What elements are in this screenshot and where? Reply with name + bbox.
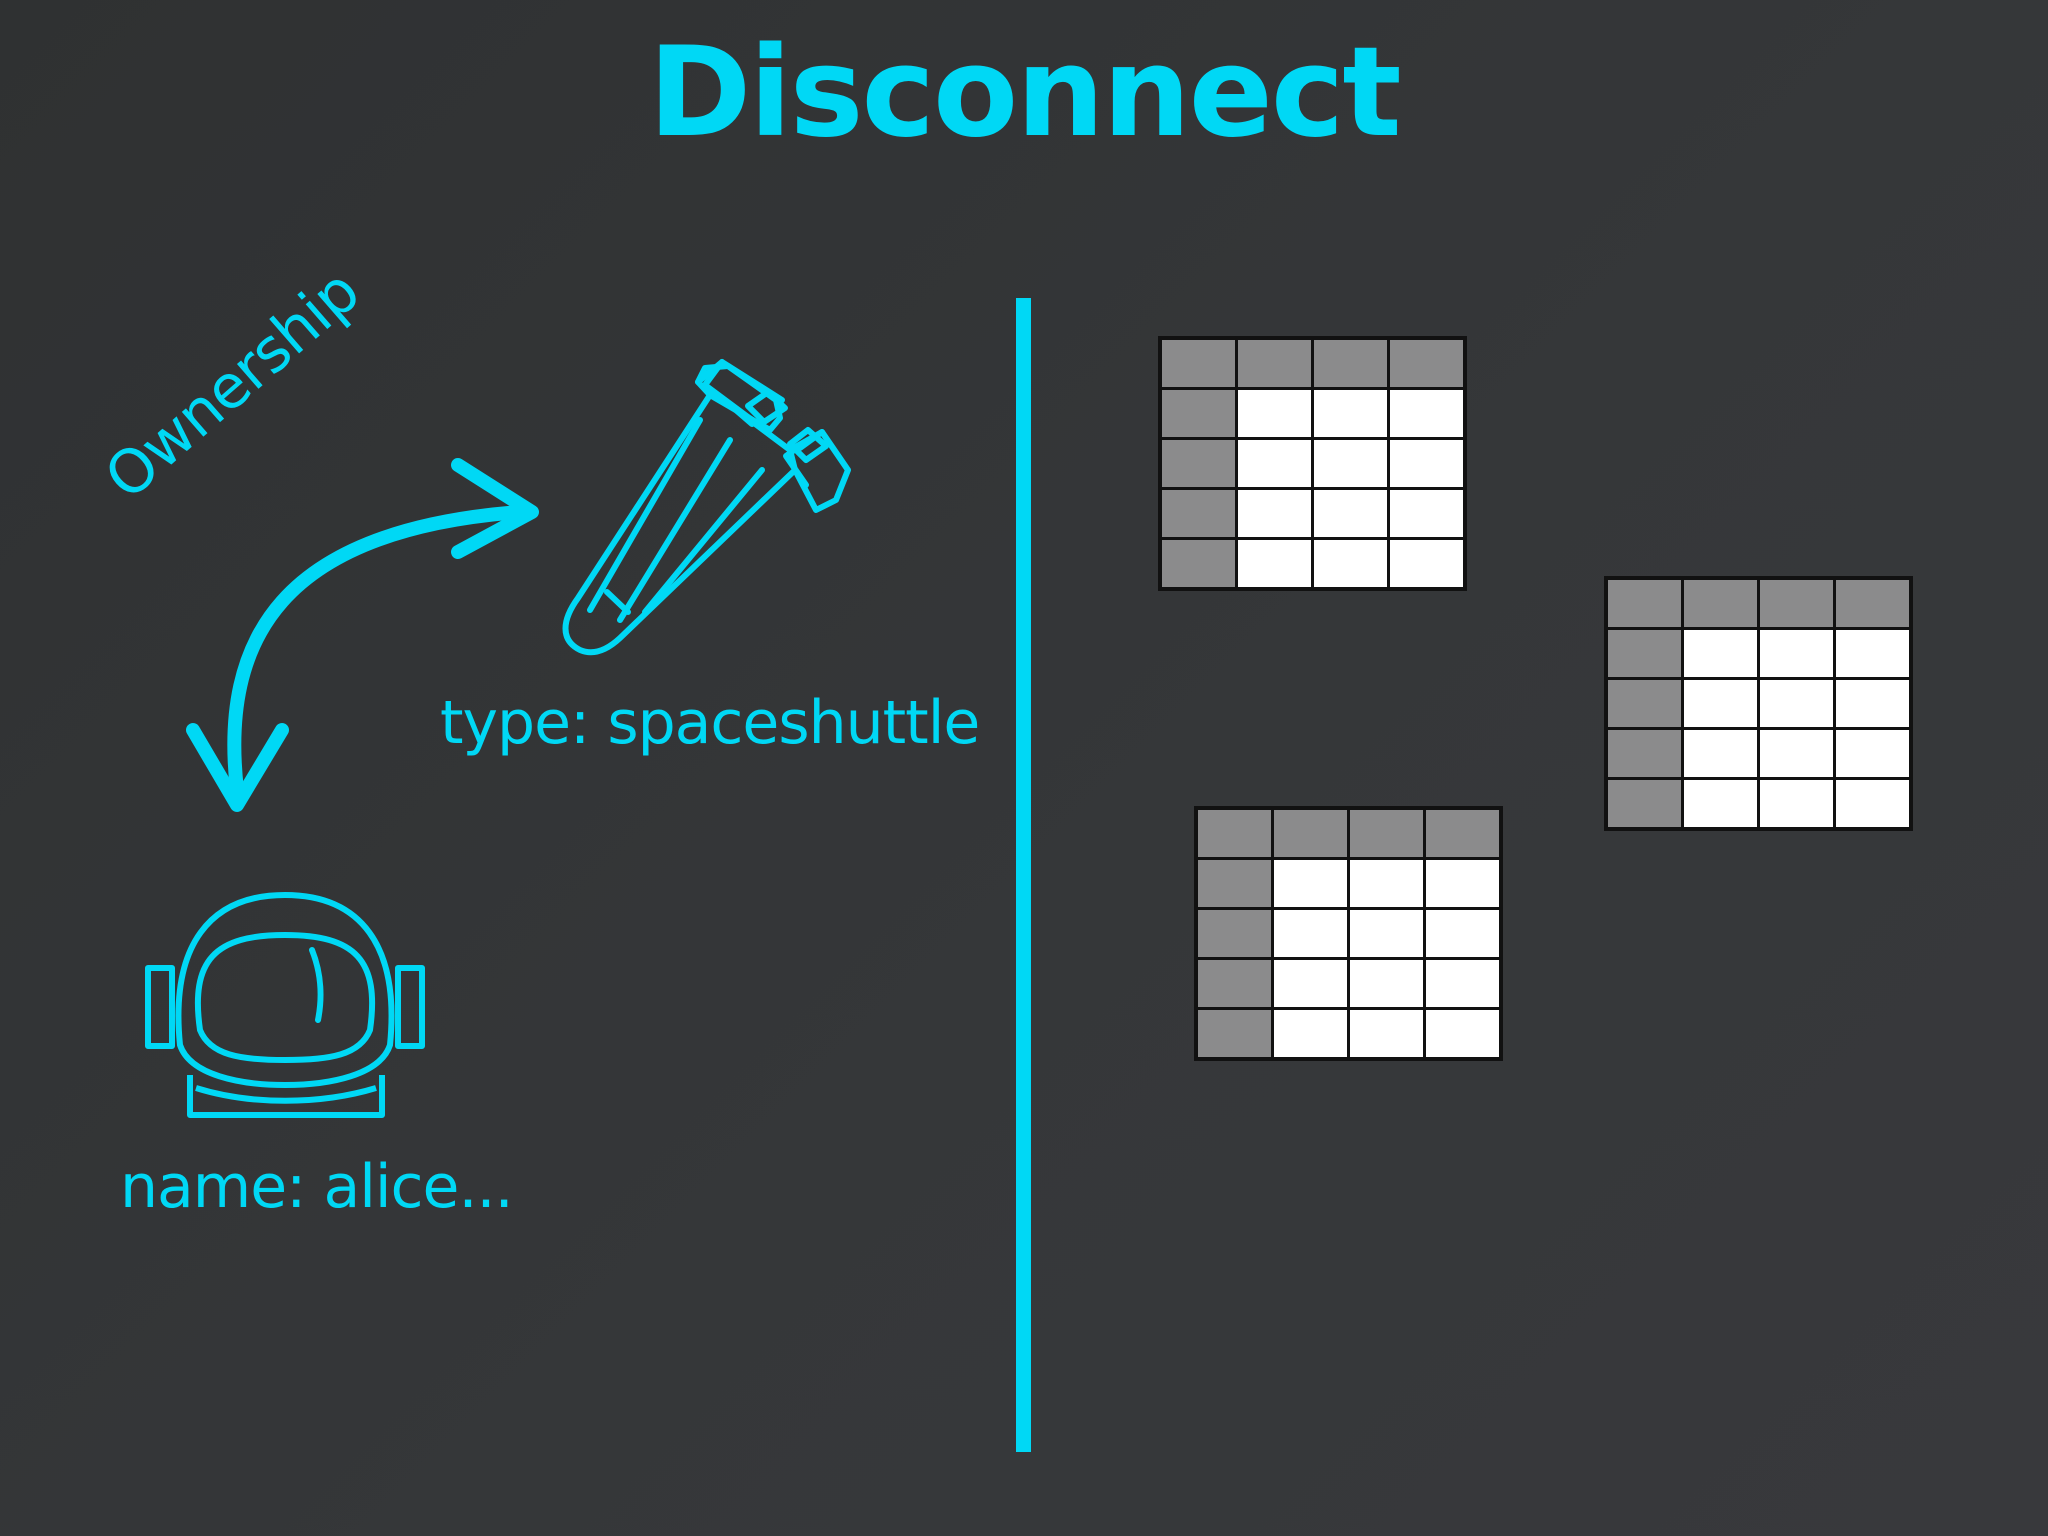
table-header-cell	[1608, 630, 1681, 677]
shuttle-attribute-label: type: spaceshuttle	[440, 688, 980, 758]
table-header-cell	[1162, 440, 1235, 487]
table-cell	[1760, 780, 1833, 827]
table-header-cell	[1350, 810, 1423, 857]
table-header-cell	[1274, 810, 1347, 857]
divider-line	[1016, 298, 1031, 1452]
table-cell	[1238, 540, 1311, 587]
table-cell	[1836, 680, 1909, 727]
table-header-cell	[1162, 490, 1235, 537]
table-header-cell	[1608, 680, 1681, 727]
table-cell	[1390, 390, 1463, 437]
table-cell	[1350, 860, 1423, 907]
table-header-cell	[1162, 340, 1235, 387]
table-cell	[1836, 730, 1909, 777]
table-cell	[1274, 910, 1347, 957]
table-header-cell	[1760, 580, 1833, 627]
table-cell	[1238, 390, 1311, 437]
table-cell	[1836, 630, 1909, 677]
table-cell	[1274, 1010, 1347, 1057]
table-header-cell	[1608, 780, 1681, 827]
database-table-icon	[1194, 806, 1503, 1061]
astronaut-helmet-icon	[145, 892, 425, 1118]
table-header-cell	[1314, 340, 1387, 387]
table-cell	[1390, 490, 1463, 537]
table-cell	[1238, 440, 1311, 487]
table-cell	[1760, 680, 1833, 727]
database-table-icon	[1604, 576, 1913, 831]
table-cell	[1760, 630, 1833, 677]
table-cell	[1426, 860, 1499, 907]
table-header-cell	[1684, 580, 1757, 627]
table-cell	[1760, 730, 1833, 777]
table-header-cell	[1198, 860, 1271, 907]
table-cell	[1314, 490, 1387, 537]
table-cell	[1390, 440, 1463, 487]
table-cell	[1426, 960, 1499, 1007]
table-cell	[1684, 630, 1757, 677]
table-header-cell	[1390, 340, 1463, 387]
table-cell	[1390, 540, 1463, 587]
table-cell	[1314, 390, 1387, 437]
table-cell	[1836, 780, 1909, 827]
table-header-cell	[1198, 810, 1271, 857]
table-cell	[1350, 1010, 1423, 1057]
astronaut-attribute-label: name: alice...	[120, 1152, 514, 1222]
table-header-cell	[1198, 910, 1271, 957]
table-cell	[1274, 860, 1347, 907]
table-cell	[1350, 910, 1423, 957]
table-header-cell	[1608, 580, 1681, 627]
table-cell	[1426, 910, 1499, 957]
table-header-cell	[1426, 810, 1499, 857]
table-cell	[1684, 730, 1757, 777]
database-table-icon	[1158, 336, 1467, 591]
table-header-cell	[1162, 390, 1235, 437]
table-cell	[1274, 960, 1347, 1007]
table-cell	[1684, 780, 1757, 827]
double-arrow-icon	[186, 458, 539, 812]
table-cell	[1426, 1010, 1499, 1057]
table-header-cell	[1608, 730, 1681, 777]
table-cell	[1314, 440, 1387, 487]
table-header-cell	[1198, 960, 1271, 1007]
table-cell	[1314, 540, 1387, 587]
table-header-cell	[1198, 1010, 1271, 1057]
table-cell	[1238, 490, 1311, 537]
table-cell	[1350, 960, 1423, 1007]
table-cell	[1684, 680, 1757, 727]
table-header-cell	[1836, 580, 1909, 627]
slide-title: Disconnect	[648, 21, 1401, 165]
spaceshuttle-icon	[562, 359, 851, 656]
table-header-cell	[1238, 340, 1311, 387]
table-header-cell	[1162, 540, 1235, 587]
